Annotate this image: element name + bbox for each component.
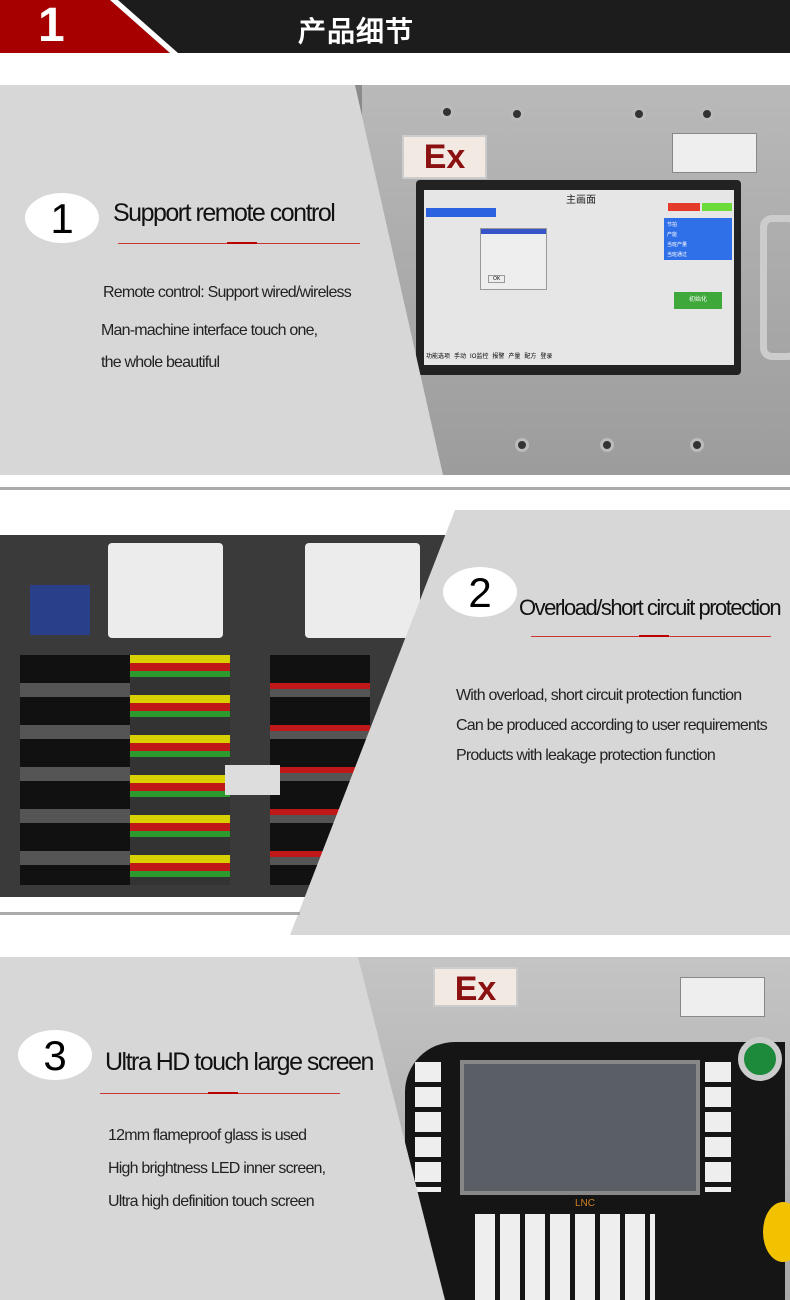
brand-label: LNC	[575, 1198, 596, 1209]
dialog-titlebar	[481, 229, 546, 234]
section3-panel	[0, 957, 445, 1300]
lcd-screen	[460, 1060, 700, 1195]
section3-line: Ultra high definition touch screen	[108, 1193, 315, 1210]
ex-badge: Ex	[402, 135, 487, 179]
bolt	[515, 438, 529, 452]
bolt	[510, 107, 524, 121]
control-panel: LNC	[405, 1042, 785, 1300]
section1-line: Remote control: Support wired/wireless	[103, 284, 352, 301]
status-indicator-green	[702, 203, 732, 211]
bolt	[440, 105, 454, 119]
section1-title: Support remote control	[113, 199, 336, 227]
section2-line: With overload, short circuit protection …	[456, 687, 742, 704]
green-button	[738, 1037, 782, 1081]
screen-tab[interactable]: 功能选项	[426, 354, 451, 360]
stat-label: 节拍	[667, 222, 678, 228]
bolt	[690, 438, 704, 452]
section2-line: Can be produced according to user requir…	[456, 717, 768, 734]
section2-underline	[531, 635, 771, 637]
section3-underline	[100, 1092, 340, 1094]
electric-meter	[305, 543, 420, 638]
divider	[0, 487, 790, 490]
screen-tab[interactable]: 报警	[492, 354, 505, 360]
electric-meter	[108, 543, 223, 638]
bolt	[632, 107, 646, 121]
header-number: 1	[38, 0, 65, 52]
section2-line: Products with leakage protection functio…	[456, 747, 716, 764]
side-keys-right	[705, 1062, 731, 1192]
section1-underline	[118, 242, 360, 244]
init-button[interactable]: 初始化	[674, 292, 722, 309]
screen-tab[interactable]: 配方	[524, 354, 537, 360]
header-title: 产品细节	[298, 16, 415, 47]
keypad	[475, 1214, 655, 1300]
stat-label: 当班通过	[667, 252, 688, 258]
section2-title: Overload/short circuit protection	[519, 595, 782, 620]
screen-display: 主画面 节拍 产能 当班产量 当班通过 OK 初始化 功能选项 手动 IO监控 …	[424, 190, 734, 365]
emergency-stop	[763, 1202, 790, 1262]
screen-tab[interactable]: IO监控	[470, 354, 489, 360]
wiring-bundle	[130, 655, 230, 885]
status-indicator-red	[668, 203, 700, 211]
section3-line: High brightness LED inner screen,	[108, 1160, 326, 1177]
status-bar	[426, 208, 496, 217]
dialog-ok-button[interactable]: OK	[488, 275, 506, 283]
side-keys-left	[415, 1062, 441, 1192]
screen-tab-bar: 功能选项 手动 IO监控 报警 产量 配方 登录	[426, 351, 552, 360]
contactor	[225, 765, 280, 795]
section1-line: the whole beautiful	[101, 354, 220, 371]
bolt	[700, 107, 714, 121]
bolt	[600, 438, 614, 452]
section3-line: 12mm flameproof glass is used	[108, 1127, 307, 1144]
section3-title: Ultra HD touch large screen	[105, 1048, 374, 1076]
section3-number: 3	[18, 1030, 92, 1080]
divider	[0, 912, 300, 915]
nameplate	[672, 133, 757, 173]
section1-line: Man-machine interface touch one,	[101, 322, 318, 339]
section1-number: 1	[25, 193, 99, 243]
dialog: OK	[480, 228, 547, 290]
stat-label: 产能	[667, 232, 678, 238]
ex-badge: Ex	[433, 967, 518, 1008]
handle	[760, 215, 790, 360]
nameplate	[680, 977, 765, 1017]
screen-tab[interactable]: 产量	[508, 354, 521, 360]
section1-panel	[0, 85, 443, 475]
main-breaker	[30, 585, 90, 635]
section3-photo: Ex LNC	[355, 957, 790, 1300]
screen-tab[interactable]: 登录	[540, 354, 553, 360]
stat-label: 当班产量	[667, 242, 688, 248]
touch-screen: 主画面 节拍 产能 当班产量 当班通过 OK 初始化 功能选项 手动 IO监控 …	[416, 180, 741, 375]
screen-title: 主画面	[566, 195, 596, 206]
screen-tab[interactable]: 手动	[454, 354, 467, 360]
section2-number: 2	[443, 567, 517, 617]
stats-panel: 节拍 产能 当班产量 当班通过	[664, 218, 732, 260]
breaker-column	[20, 655, 130, 885]
